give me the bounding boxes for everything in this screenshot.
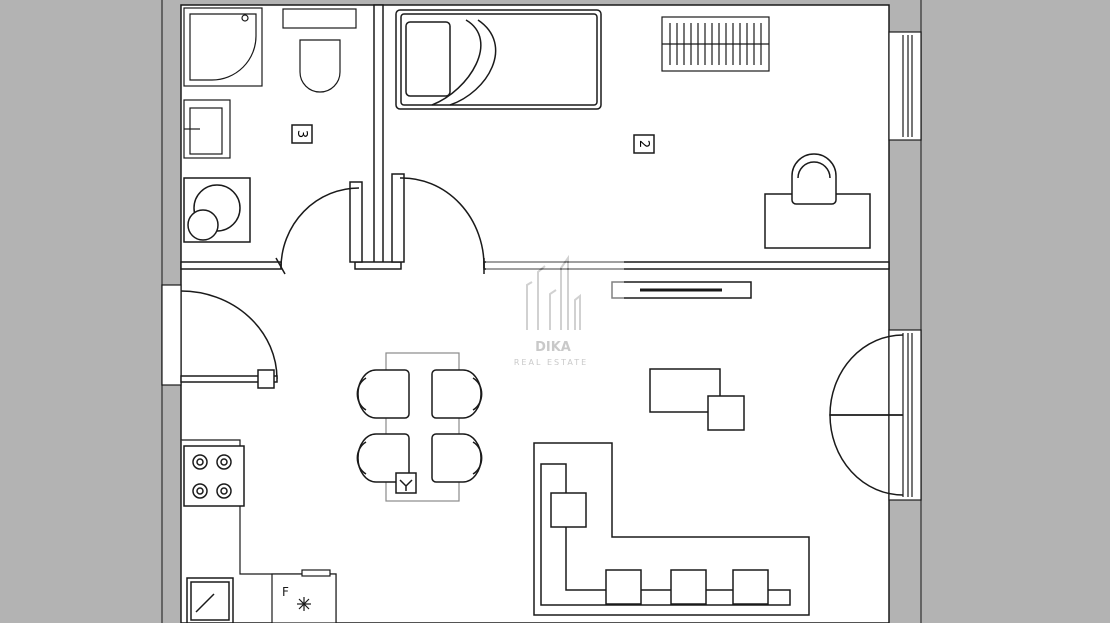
washbasin: [183, 99, 231, 159]
dining-table: [385, 352, 460, 502]
fridge: F: [271, 569, 337, 623]
shower-tray: [183, 7, 263, 87]
fridge-label: F: [282, 585, 289, 599]
window-bedroom: [888, 31, 922, 141]
interior-walls: [180, 4, 890, 270]
radiator-bedroom: [661, 16, 770, 72]
watermark-subtitle: REAL ESTATE: [514, 358, 588, 367]
desk-with-chair: [764, 153, 871, 249]
hob: [183, 445, 245, 507]
watermark-logo-icon: [526, 254, 581, 330]
watermark-title: DIKA: [535, 340, 571, 355]
toilet: [282, 8, 357, 93]
kitchen-sink: [186, 577, 234, 623]
room-tag-bedroom: 2: [633, 134, 655, 154]
balcony-door: [829, 329, 922, 501]
room-tag-bathroom: 3: [291, 124, 313, 144]
dining-chairs: [356, 369, 483, 483]
entrance-opening: [161, 284, 182, 386]
watermark: DIKA REAL ESTATE: [486, 252, 624, 370]
washing-machine: [183, 177, 251, 243]
snowflake-icon: [297, 597, 311, 611]
entrance-door: [180, 290, 278, 389]
bathroom-door-swing: [280, 187, 360, 269]
tv-unit: [611, 281, 752, 299]
bedroom-door-swing: [399, 177, 485, 269]
corner-sofa: [533, 442, 810, 616]
table-lamp-icon: [395, 472, 417, 494]
bed: [395, 9, 602, 110]
room-number-bedroom: 2: [636, 140, 651, 148]
room-number-bathroom: 3: [294, 130, 309, 138]
coffee-tables: [649, 368, 745, 431]
